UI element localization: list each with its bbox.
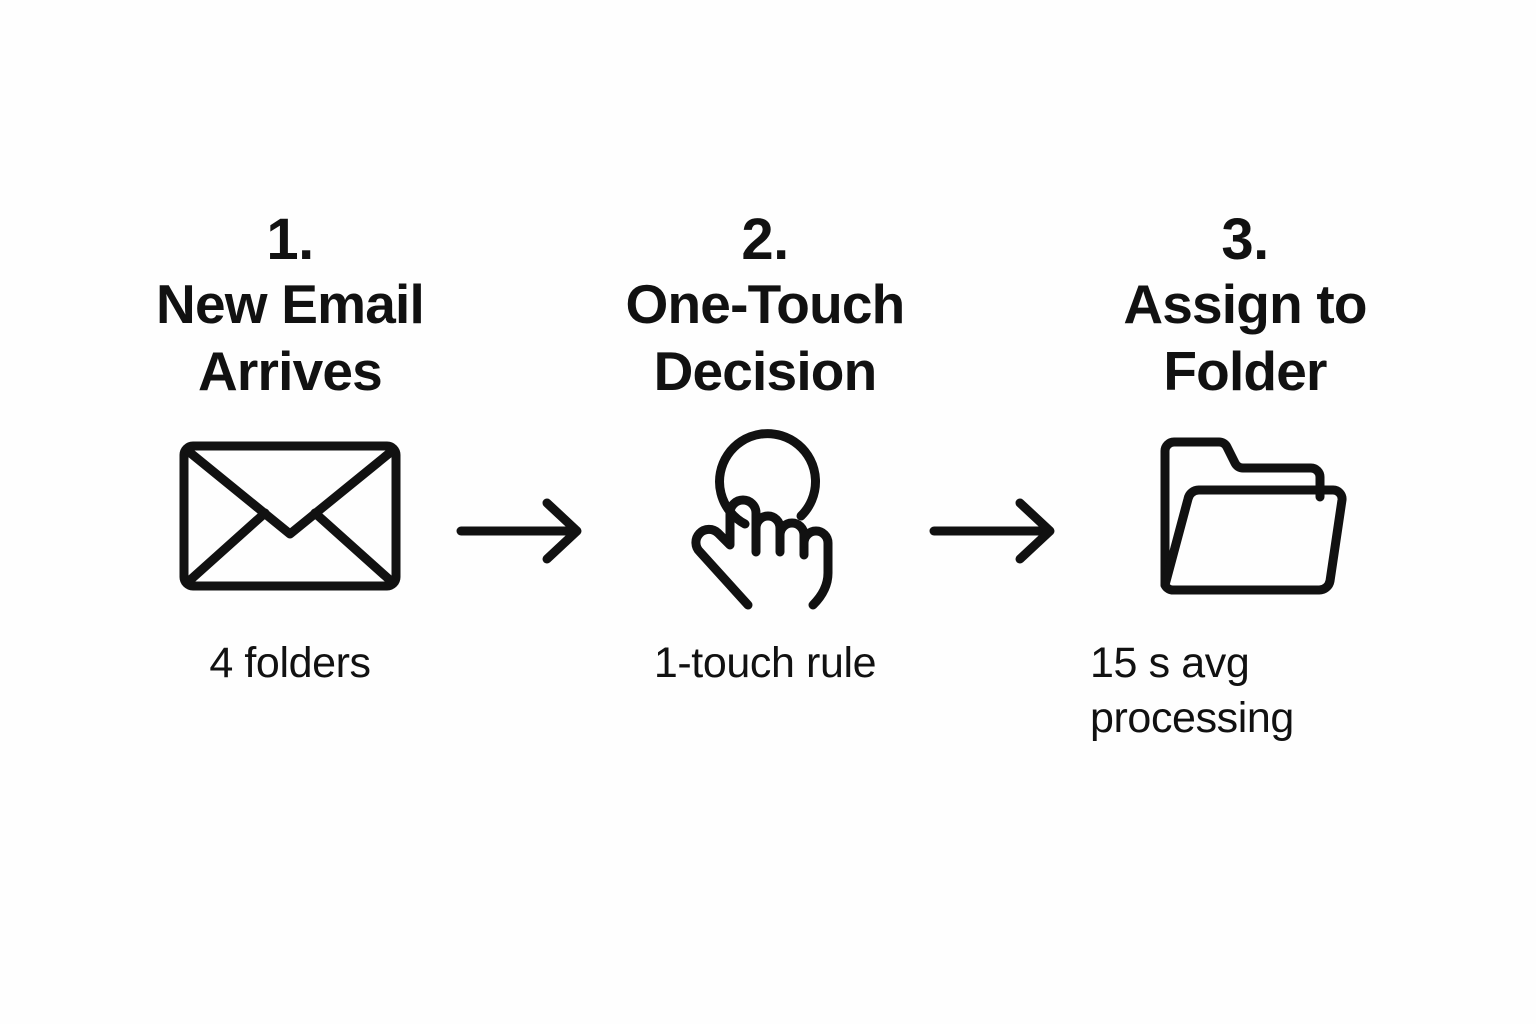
step-3-caption: 15 s avg processing	[1090, 639, 1294, 743]
open-folder-icon	[1143, 433, 1348, 598]
step-2-title: One-Touch Decision	[625, 273, 906, 403]
step-1-number: 1.	[266, 207, 314, 272]
step-1-caption: 4 folders	[209, 639, 371, 688]
arrow-right-icon-2	[928, 497, 1063, 565]
envelope-icon	[179, 433, 401, 598]
step-3-title: Assign to Folder	[1123, 273, 1367, 403]
touch-hand-icon	[685, 428, 845, 610]
flow-step-2: 2. One-Touch Decision 1-touch rule	[600, 210, 930, 691]
step-1-title: New Email Arrives	[156, 273, 425, 403]
flow-step-3: 3. Assign to Folder 15 s avg processing	[1080, 210, 1410, 746]
step-2-caption: 1-touch rule	[653, 639, 877, 688]
flow-step-1: 1. New Email Arrives 4 folders	[125, 210, 455, 691]
step-3-number: 3.	[1221, 207, 1269, 272]
step-2-number: 2.	[741, 207, 789, 272]
arrow-right-icon-1	[455, 497, 590, 565]
